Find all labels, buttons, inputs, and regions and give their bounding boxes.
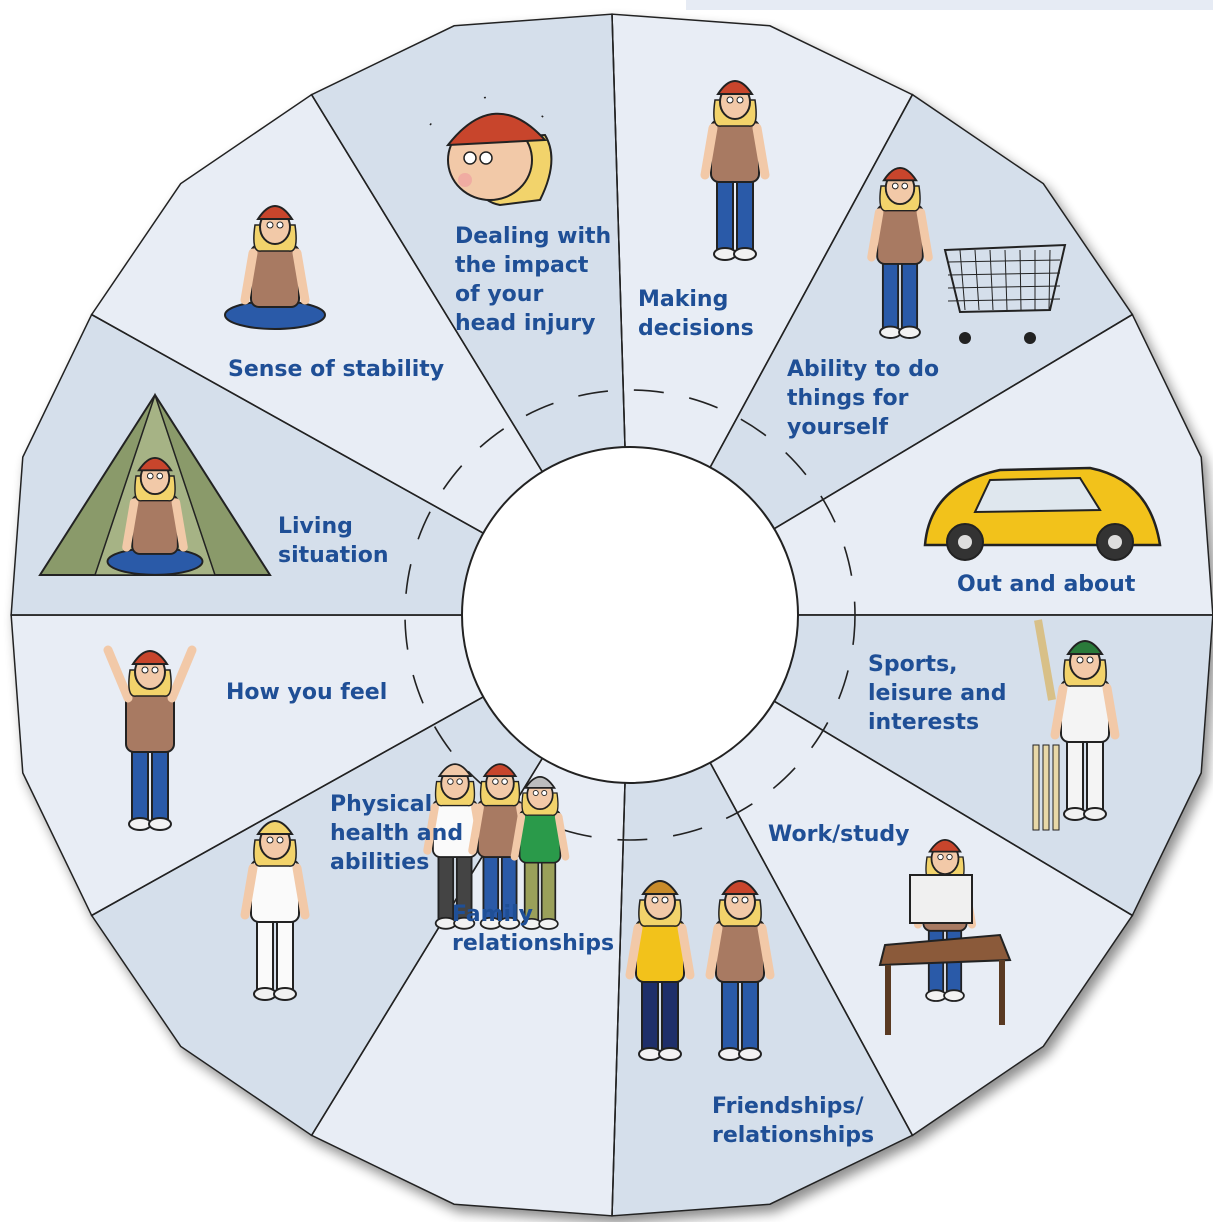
cricket-batsman bbox=[1050, 640, 1120, 821]
person-meditating bbox=[224, 205, 326, 330]
person-high-five bbox=[705, 880, 775, 1061]
label-sense-of-stability: Sense of stability bbox=[228, 357, 445, 382]
label-out-and-about: Out and about bbox=[957, 572, 1136, 597]
family-mother bbox=[510, 776, 570, 930]
friend-in-yellow-shirt bbox=[625, 880, 695, 1061]
person-in-karate-uniform bbox=[240, 820, 310, 1001]
person-jumping-happy bbox=[103, 645, 197, 831]
shopping-trolley bbox=[943, 243, 1067, 344]
label-friendships: Friendships/relationships bbox=[712, 1094, 875, 1148]
dashed-ring bbox=[404, 389, 856, 841]
center-hub bbox=[461, 446, 799, 784]
yellow-car bbox=[923, 466, 1162, 561]
person-scratching-head bbox=[700, 80, 770, 261]
top-banner bbox=[686, 0, 1213, 10]
label-how-you-feel: How you feel bbox=[226, 680, 388, 705]
head-with-thought-arrows bbox=[429, 96, 556, 207]
person-sitting-in-tent bbox=[106, 457, 204, 576]
label-work-study: Work/study bbox=[768, 822, 910, 847]
computer-desk bbox=[878, 874, 1012, 1035]
cricket-stumps bbox=[1032, 619, 1060, 831]
person-pushing-shopping-trolley bbox=[867, 167, 933, 339]
